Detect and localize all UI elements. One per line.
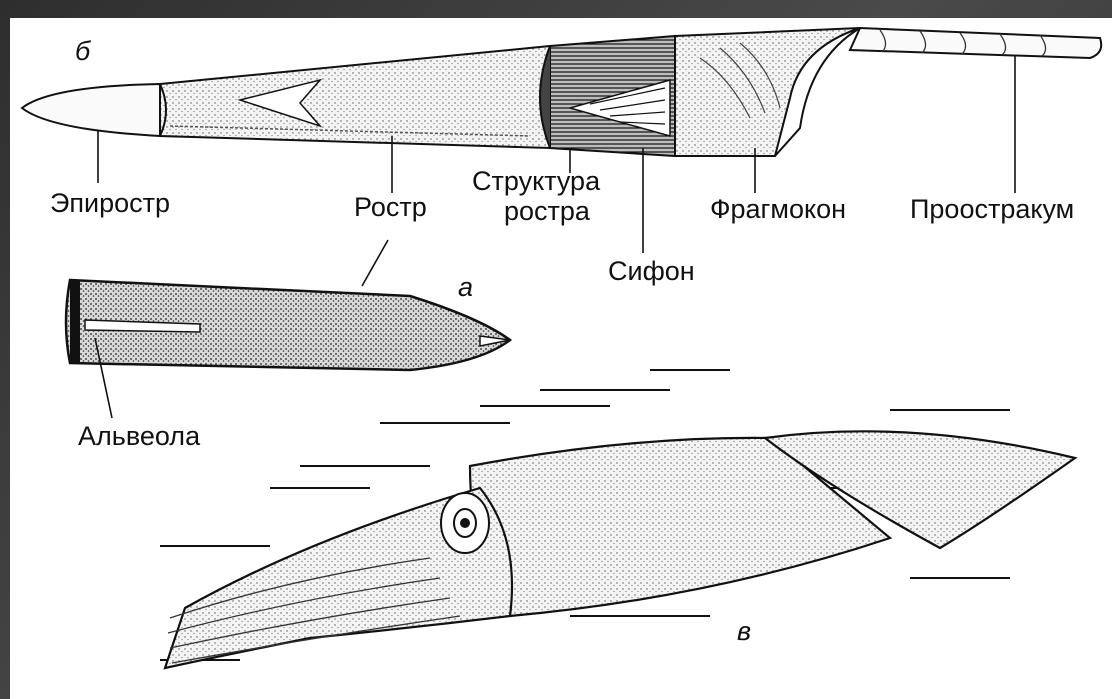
illustration-panel: б Эпиростр Ростр Структура ростра Сифон … [10, 18, 1112, 699]
label-proostracum: Проостракум [910, 196, 1074, 223]
label-siphon: Сифон [608, 258, 695, 285]
epirostrum-shape [22, 84, 160, 136]
rostrum-shape [160, 46, 550, 148]
panel-letter-a: а [458, 274, 473, 301]
label-rostrum-structure-line2: ростра [504, 198, 590, 225]
label-rostrum-structure-line1: Структура [472, 168, 600, 195]
phragmocone-shape [675, 28, 860, 156]
label-phragmocone: Фрагмокон [710, 196, 846, 223]
belemnite-shell-b [22, 28, 1101, 156]
label-rostrum: Ростр [354, 194, 427, 221]
belemnite-illustration [10, 18, 1112, 699]
panel-letter-b: б [75, 38, 90, 65]
proostracum-shape [850, 28, 1101, 58]
squid-reconstruction-c [160, 370, 1075, 668]
label-epirostrum: Эпиростр [50, 190, 170, 217]
label-alveola: Альвеола [78, 423, 200, 450]
rostrum-fossil-a [66, 240, 510, 418]
panel-letter-v: в [737, 618, 751, 645]
